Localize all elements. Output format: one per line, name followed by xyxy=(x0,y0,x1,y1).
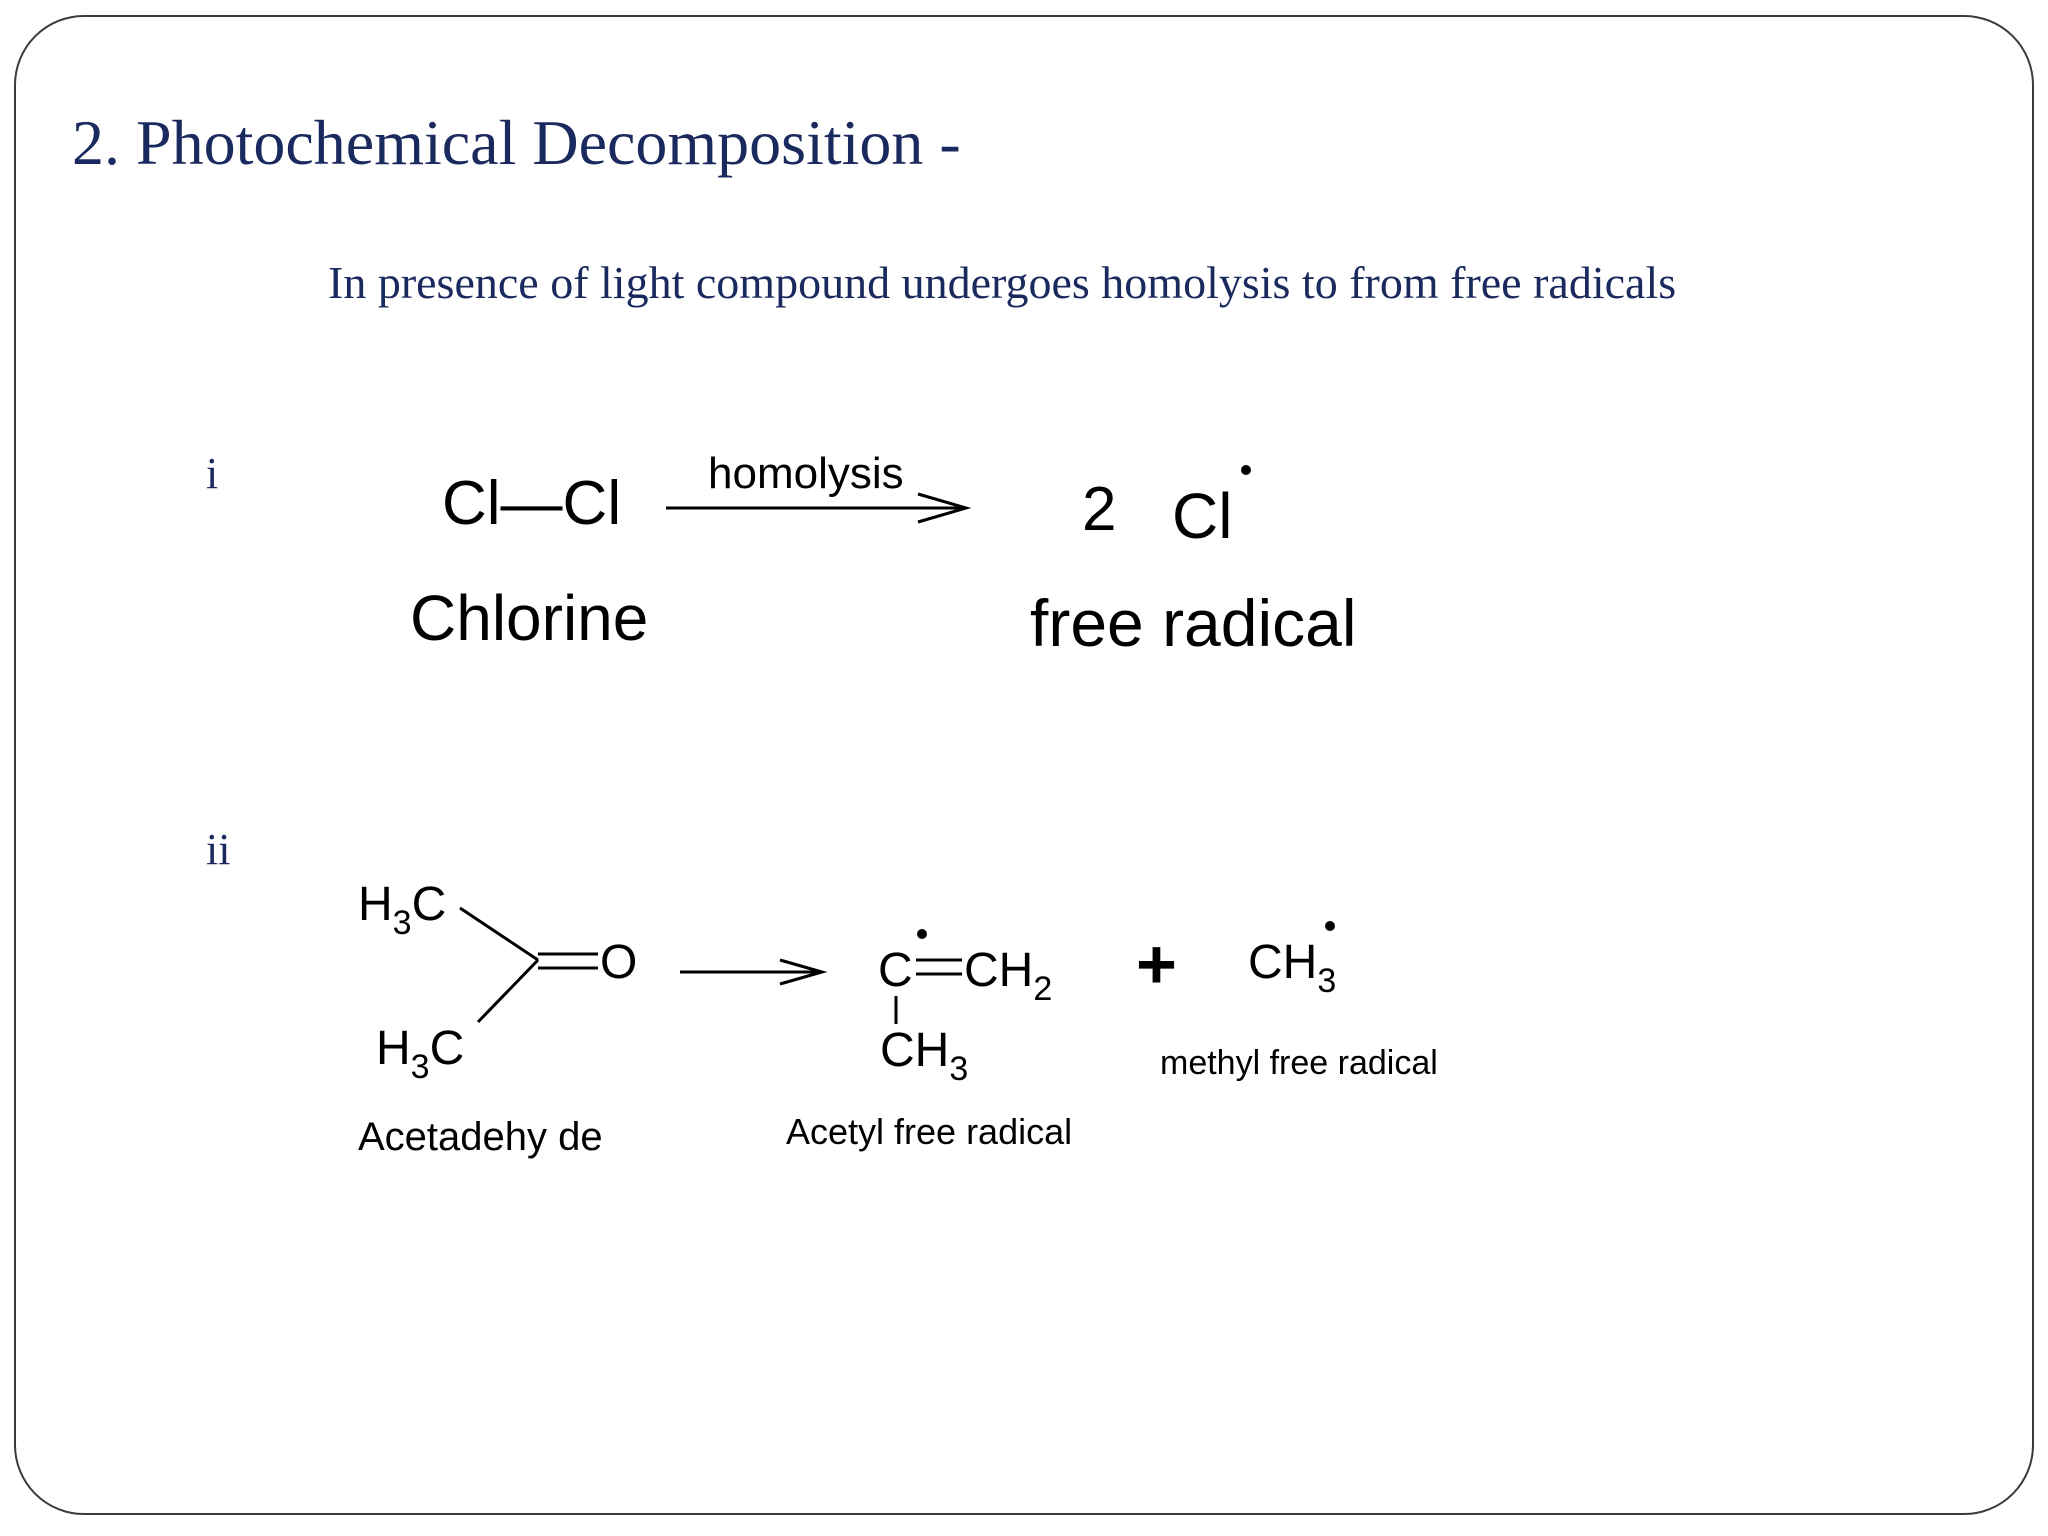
ch2-group: CH2 xyxy=(964,944,1052,1008)
radical-carbon: C xyxy=(878,944,913,997)
bottom-methyl-group: H3C xyxy=(376,1022,464,1086)
top-bond xyxy=(459,906,539,962)
methyl-radical-name: methyl free radical xyxy=(1160,1044,1438,1082)
reaction-2-label: ii xyxy=(206,825,231,874)
ch3-group: CH3 xyxy=(880,1024,968,1088)
acetyl-radical-name: Acetyl free radical xyxy=(786,1111,1072,1152)
slide-frame xyxy=(14,15,2034,1515)
homolysis-arrow-head xyxy=(917,492,972,524)
top-methyl-group: H3C xyxy=(358,878,446,942)
methyl-radical-formula: CH3 xyxy=(1248,936,1336,1000)
reaction-1-label: i xyxy=(206,449,219,498)
acetyl-radical-dot xyxy=(917,929,927,939)
methyl-radical-dot xyxy=(1325,921,1335,931)
slide-subtitle: In presence of light compound undergoes … xyxy=(328,257,1677,308)
chlorine-formula: Cl—Cl xyxy=(442,469,621,538)
chlorine-radical-formula: Cl xyxy=(1172,480,1232,552)
homolysis-label: homolysis xyxy=(708,449,904,498)
reaction-1: Cl—Cl Chlorine homolysis 2 Cl free radic… xyxy=(410,449,1357,660)
oxygen-atom: O xyxy=(600,936,637,989)
free-radical-name: free radical xyxy=(1030,586,1357,660)
acetaldehyde-name: Acetadehy de xyxy=(358,1115,603,1159)
radical-dot xyxy=(1241,465,1251,475)
bottom-bond xyxy=(476,958,540,1024)
chlorine-name: Chlorine xyxy=(410,582,648,654)
reaction-2: H3C H3C O Acetadehy de C CH2 CH3 Acetyl … xyxy=(358,878,1438,1159)
product-coefficient: 2 xyxy=(1082,475,1116,544)
reaction-2-arrow-head xyxy=(779,958,828,986)
slide-title: 2. Photochemical Decomposition - xyxy=(72,107,961,178)
plus-sign: + xyxy=(1136,925,1177,1003)
